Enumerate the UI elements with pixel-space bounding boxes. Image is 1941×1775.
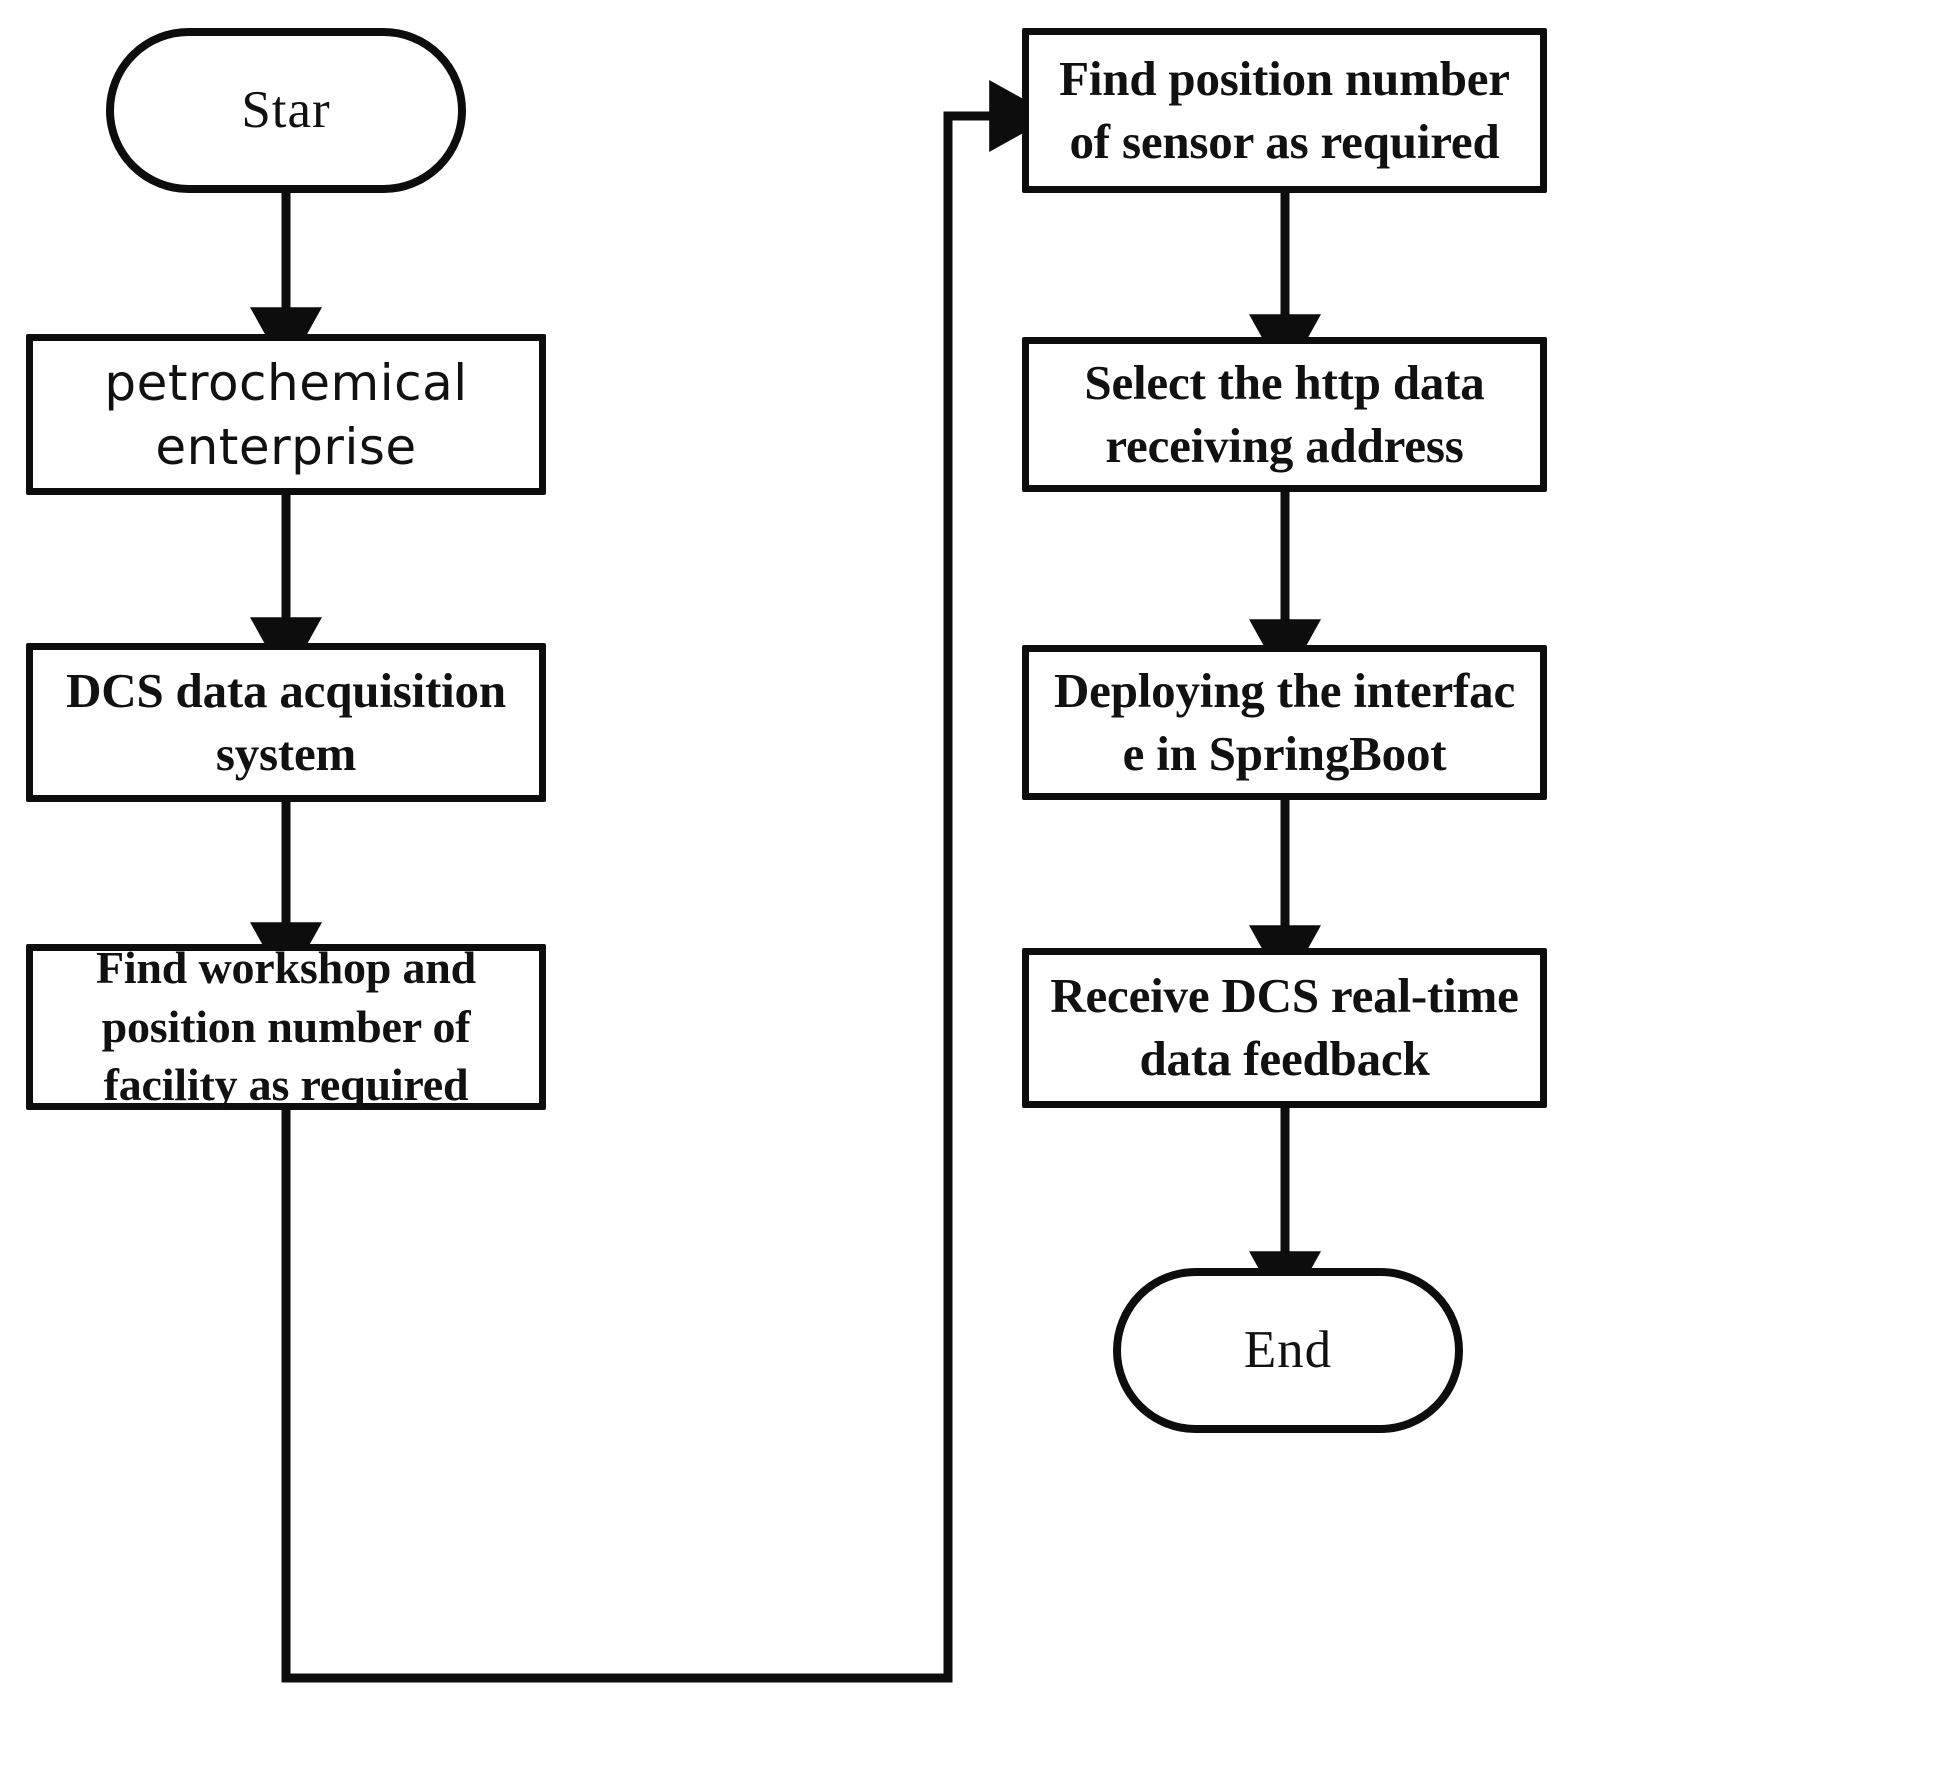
- node-end[interactable]: End: [1113, 1268, 1463, 1433]
- node-petrochemical-enterprise[interactable]: petrochemical enterprise: [26, 334, 546, 495]
- node-receive-dcs-feedback-label: Receive DCS real-time data feedback: [1050, 968, 1519, 1086]
- node-deploy-springboot[interactable]: Deploying the interfac e in SpringBoot: [1022, 645, 1547, 800]
- node-select-http-address[interactable]: Select the http data receiving address: [1022, 337, 1547, 492]
- node-start-label: Star: [241, 80, 331, 139]
- node-dcs-acquisition-system[interactable]: DCS data acquisition system: [26, 643, 546, 802]
- node-receive-dcs-feedback[interactable]: Receive DCS real-time data feedback: [1022, 948, 1547, 1108]
- node-deploy-springboot-label: Deploying the interfac e in SpringBoot: [1053, 662, 1516, 781]
- node-dcs-acquisition-system-label: DCS data acquisition system: [66, 662, 506, 781]
- node-start[interactable]: Star: [106, 28, 466, 193]
- node-find-sensor-position-label: Find position number of sensor as requir…: [1059, 50, 1510, 169]
- node-select-http-address-label: Select the http data receiving address: [1084, 354, 1485, 473]
- node-petrochemical-enterprise-label: petrochemical enterprise: [104, 353, 468, 476]
- node-find-workshop-label: Find workshop and position number of fac…: [95, 941, 477, 1111]
- node-find-workshop[interactable]: Find workshop and position number of fac…: [26, 942, 546, 1110]
- node-find-sensor-position[interactable]: Find position number of sensor as requir…: [1022, 28, 1547, 193]
- node-end-label: End: [1243, 1320, 1333, 1379]
